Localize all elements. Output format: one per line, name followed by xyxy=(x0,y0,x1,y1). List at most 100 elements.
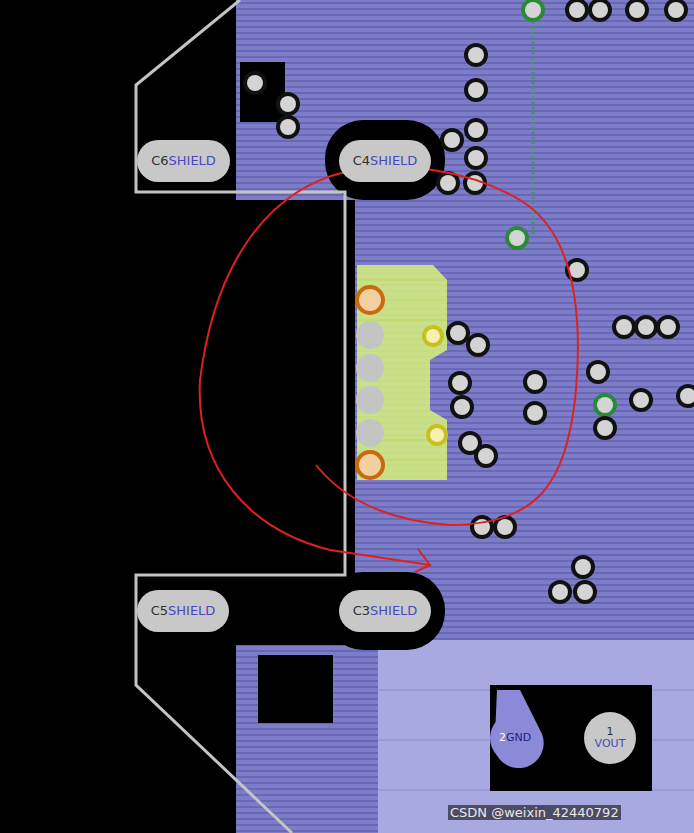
via-ring xyxy=(573,580,597,604)
via-pad xyxy=(468,47,484,63)
watermark: CSDN @weixin_42440792 xyxy=(448,805,621,820)
via-pad xyxy=(629,2,645,18)
pad-clearance xyxy=(490,685,652,791)
pad-designator: C3 xyxy=(353,604,370,618)
via-pad xyxy=(468,82,484,98)
highlight-hatch xyxy=(357,280,447,460)
highlight-region xyxy=(357,265,447,480)
via-ring xyxy=(571,555,595,579)
net-name: SHIELD xyxy=(169,154,216,168)
via-ring xyxy=(664,0,688,22)
via-pad xyxy=(597,420,613,436)
via-pad xyxy=(444,132,460,148)
trace xyxy=(532,12,535,236)
via-pad xyxy=(527,405,543,421)
net-name: VOUT xyxy=(595,738,626,750)
via-ring xyxy=(276,92,300,116)
via-pad xyxy=(660,319,676,335)
board-outline xyxy=(136,0,345,833)
via-ring xyxy=(521,0,545,22)
via-pad xyxy=(575,559,591,575)
via-ring xyxy=(523,401,547,425)
pad-designator: C6 xyxy=(151,154,168,168)
via-pad xyxy=(633,392,649,408)
copper-pour xyxy=(378,640,694,833)
pad: C4SHIELD xyxy=(339,140,431,182)
pad: C6SHIELD xyxy=(137,140,230,182)
via-ring xyxy=(470,515,494,539)
via-ring xyxy=(625,0,649,22)
via-ring xyxy=(505,226,529,250)
via-pad xyxy=(569,2,585,18)
via-pad xyxy=(247,75,263,91)
net-name: SHIELD xyxy=(168,604,215,618)
via-ring xyxy=(243,71,267,95)
via-pad xyxy=(468,150,484,166)
via-pad xyxy=(680,388,694,404)
pad: C3SHIELD xyxy=(339,590,431,632)
via-pad xyxy=(280,96,296,112)
via-ring xyxy=(446,321,470,345)
via-pad xyxy=(440,175,456,191)
copper-pour xyxy=(236,645,381,833)
via-ring xyxy=(593,393,617,417)
via-ring xyxy=(588,0,612,22)
via-pad xyxy=(478,448,494,464)
via-pad xyxy=(470,337,486,353)
via-pad xyxy=(616,319,632,335)
via-ring xyxy=(466,333,490,357)
via-ring xyxy=(448,371,472,395)
pad: 1VOUT xyxy=(584,712,636,764)
via-ring xyxy=(586,360,610,384)
pour-cutout xyxy=(258,655,333,723)
via-pad xyxy=(452,375,468,391)
via-ring xyxy=(440,128,464,152)
pad: C5SHIELD xyxy=(137,590,229,632)
net-name: SHIELD xyxy=(370,154,417,168)
via-ring xyxy=(474,444,498,468)
via-pad xyxy=(468,122,484,138)
via-pad xyxy=(450,325,466,341)
vias xyxy=(243,0,694,604)
via-ring xyxy=(676,384,694,408)
via-ring xyxy=(450,395,474,419)
via-ring xyxy=(629,388,653,412)
via-pad xyxy=(525,2,541,18)
via-pad xyxy=(577,584,593,600)
via-ring xyxy=(548,580,572,604)
via-ring xyxy=(565,0,589,22)
via-ring xyxy=(276,115,300,139)
pad-designator: 2 xyxy=(499,732,506,744)
via-ring xyxy=(634,315,658,339)
via-pad xyxy=(509,230,525,246)
via-pad xyxy=(638,319,654,335)
via-ring xyxy=(464,118,488,142)
via-pad xyxy=(590,364,606,380)
annotation-curve xyxy=(200,167,578,565)
via-pad xyxy=(454,399,470,415)
net-name: SHIELD xyxy=(370,604,417,618)
via-pad xyxy=(462,435,478,451)
via-ring xyxy=(612,315,636,339)
via-pad xyxy=(569,262,585,278)
pad-clearance xyxy=(325,120,445,200)
via-pad xyxy=(592,2,608,18)
pad-designator: C4 xyxy=(353,154,370,168)
via-pad xyxy=(497,519,513,535)
pad-clearance xyxy=(325,572,445,650)
via-ring xyxy=(464,146,488,170)
via-pad xyxy=(527,374,543,390)
via-ring xyxy=(593,416,617,440)
via-ring xyxy=(464,78,488,102)
copper-pour xyxy=(236,0,694,200)
via-ring xyxy=(523,370,547,394)
pour-cutout xyxy=(240,62,285,122)
via-pad xyxy=(597,397,613,413)
via-pad xyxy=(668,2,684,18)
via-ring xyxy=(656,315,680,339)
via-ring xyxy=(464,43,488,67)
via-pad xyxy=(280,119,296,135)
pad: 2GND xyxy=(490,713,540,763)
net-name: GND xyxy=(506,732,531,744)
